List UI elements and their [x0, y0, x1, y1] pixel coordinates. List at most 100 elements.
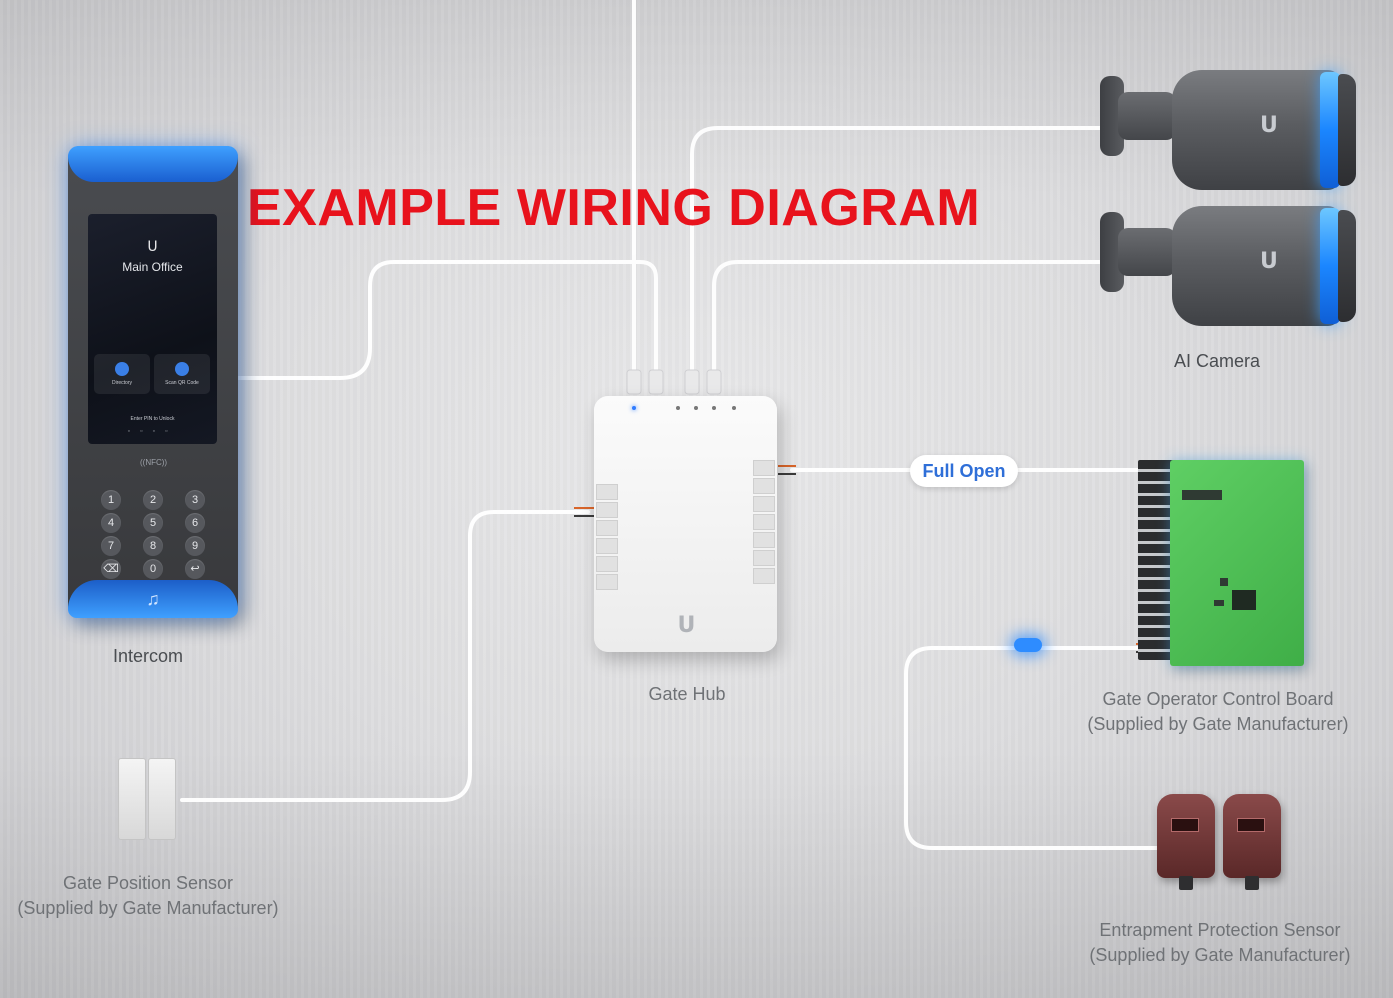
gate-hub-label: Gate Hub — [648, 684, 726, 704]
gate-hub-device: Ս — [594, 396, 777, 652]
pin-hint: Enter PIN to Unlock — [130, 416, 175, 422]
directory-tile: Directory — [94, 354, 150, 394]
terminal — [753, 550, 775, 566]
terminal — [596, 502, 618, 518]
ubiquiti-logo-icon: Ս — [1260, 248, 1277, 273]
gate-position-sensor — [118, 758, 182, 842]
gate-operator-control-board — [1170, 460, 1304, 666]
camera-arm — [1118, 228, 1176, 276]
ai-camera: Ս — [1100, 70, 1360, 190]
camera-light-ring — [1320, 72, 1340, 188]
sensor-block — [148, 758, 176, 840]
keypad-key: 9 — [185, 536, 205, 556]
control-board-label: Gate Operator Control Board (Supplied by… — [1068, 687, 1368, 737]
intercom-device: Ս Main Office Directory Scan QR Code Ent… — [68, 146, 238, 618]
intercom-keypad: 1 2 3 4 5 6 7 8 9 ⌫ 0 ↩ — [90, 490, 216, 579]
inline-connector-glow — [1014, 638, 1042, 652]
sensor-window — [1237, 818, 1265, 832]
entrapment-sensor-label-line2: (Supplied by Gate Manufacturer) — [1089, 945, 1351, 965]
wire-intercom — [236, 260, 658, 380]
wire-entrapment — [904, 646, 1162, 850]
ubiquiti-logo-icon: Ս — [147, 238, 158, 254]
camera-lens-cap — [1338, 210, 1356, 322]
status-led — [632, 406, 636, 410]
sensor-window — [1171, 818, 1199, 832]
gate-position-sensor-label-line1: Gate Position Sensor — [62, 873, 234, 893]
control-board-terminals — [1138, 460, 1174, 660]
ubiquiti-logo-icon: Ս — [1260, 112, 1277, 137]
camera-body — [1172, 70, 1340, 190]
camera-arm — [1118, 92, 1176, 140]
keypad-key: 1 — [101, 490, 121, 510]
nfc-label: ((NFC)) — [140, 458, 168, 467]
entrapment-protection-sensor — [1157, 790, 1285, 894]
sensor-unit — [1223, 794, 1281, 890]
bell-icon: ♫ — [146, 589, 160, 609]
status-led — [732, 406, 736, 410]
qr-code-icon — [175, 362, 189, 376]
scan-qr-tile: Scan QR Code — [154, 354, 210, 394]
wire-gate-position-sensor — [180, 510, 590, 802]
entrapment-sensor-label: Entrapment Protection Sensor (Supplied b… — [1070, 918, 1370, 968]
keypad-key: 6 — [185, 513, 205, 533]
board-chip — [1232, 590, 1256, 610]
terminal — [596, 538, 618, 554]
entrapment-sensor-label-line1: Entrapment Protection Sensor — [1099, 920, 1341, 940]
connector — [626, 369, 642, 395]
board-component — [1182, 490, 1222, 500]
terminal — [753, 568, 775, 584]
keypad-key: ↩ — [185, 559, 205, 579]
connector — [648, 369, 664, 395]
directory-tile-label: Directory — [111, 380, 132, 386]
control-board-label-line2: (Supplied by Gate Manufacturer) — [1087, 714, 1349, 734]
keypad-key: 2 — [143, 490, 163, 510]
control-board-label-line1: Gate Operator Control Board — [1102, 689, 1334, 709]
scan-qr-tile-label: Scan QR Code — [165, 380, 199, 386]
ai-camera: Ս — [1100, 206, 1360, 326]
board-component — [1214, 600, 1224, 606]
terminal — [753, 496, 775, 512]
intercom-light-bar — [68, 146, 238, 182]
keypad-key: 3 — [185, 490, 205, 510]
full-open-connection-label: Full Open — [910, 455, 1018, 487]
diagram-title: EXAMPLE WIRING DIAGRAM — [247, 179, 981, 237]
keypad-key: 4 — [101, 513, 121, 533]
wire-camera-1 — [690, 126, 1104, 374]
intercom-label: Intercom — [112, 646, 184, 666]
sensor-block — [118, 758, 146, 840]
keypad-key: 8 — [143, 536, 163, 556]
sensor-foot — [1245, 876, 1259, 890]
board-component — [1220, 578, 1228, 586]
intercom-light-ring — [68, 580, 238, 618]
keypad-key: ⌫ — [101, 559, 121, 579]
terminal — [753, 514, 775, 530]
terminal — [596, 556, 618, 572]
camera-lens-cap — [1338, 74, 1356, 186]
screen-status-icons: ▫▫▫▫ — [127, 428, 178, 435]
terminal — [596, 520, 618, 536]
camera-light-ring — [1320, 208, 1340, 324]
terminal — [753, 532, 775, 548]
keypad-key: 7 — [101, 536, 121, 556]
gate-position-sensor-label: Gate Position Sensor (Supplied by Gate M… — [0, 871, 296, 921]
sensor-unit — [1157, 794, 1215, 890]
connector — [706, 369, 722, 395]
terminal — [596, 574, 618, 590]
ubiquiti-logo-icon: Ս — [677, 612, 694, 637]
gate-position-sensor-label-line2: (Supplied by Gate Manufacturer) — [17, 898, 279, 918]
wire-camera-2 — [712, 260, 1104, 374]
ai-camera-label: AI Camera — [1173, 351, 1261, 371]
intercom-screen: Ս Main Office Directory Scan QR Code Ent… — [88, 214, 217, 444]
status-led — [694, 406, 698, 410]
keypad-key: 5 — [143, 513, 163, 533]
directory-icon — [115, 362, 129, 376]
connector — [684, 369, 700, 395]
intercom-screen-title: Main Office — [122, 260, 183, 274]
sensor-foot — [1179, 876, 1193, 890]
keypad-key: 0 — [143, 559, 163, 579]
terminal — [596, 484, 618, 500]
terminal — [753, 478, 775, 494]
camera-body — [1172, 206, 1340, 326]
